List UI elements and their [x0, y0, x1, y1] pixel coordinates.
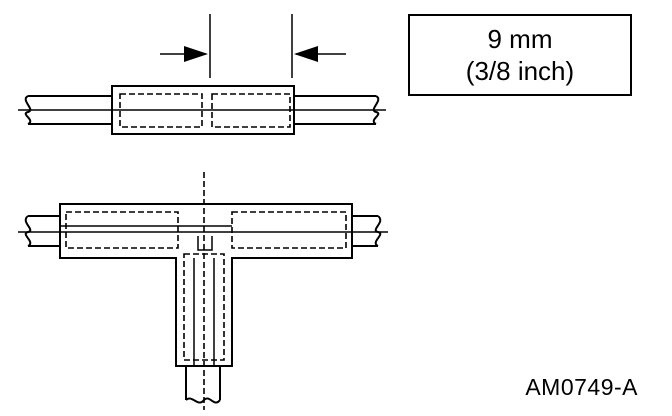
figure-id-label: AM0749-A	[525, 374, 638, 400]
dimension-callout-box: 9 mm (3/8 inch)	[408, 14, 632, 96]
tee-tube-bottom	[185, 366, 221, 404]
hidden-bore-left	[119, 93, 203, 128]
tee-connector	[18, 172, 388, 410]
callout-imperial: (3/8 inch)	[465, 56, 575, 86]
tee-hidden-bore-right	[231, 211, 347, 249]
connector-body	[111, 85, 295, 135]
dimension-arrow-left	[160, 46, 208, 62]
straight-connector	[18, 14, 386, 135]
tee-tube-left	[24, 215, 60, 247]
hidden-bore-right	[211, 93, 291, 128]
tube-left	[24, 95, 112, 125]
tee-body	[59, 203, 353, 367]
tee-hidden-bore-left	[65, 211, 179, 249]
tee-hidden-bore-bottom	[183, 253, 225, 361]
tee-tube-right	[352, 215, 382, 247]
tube-right	[294, 95, 380, 125]
callout-metric: 9 mm	[487, 24, 553, 54]
dimension-arrow-right	[294, 46, 346, 62]
